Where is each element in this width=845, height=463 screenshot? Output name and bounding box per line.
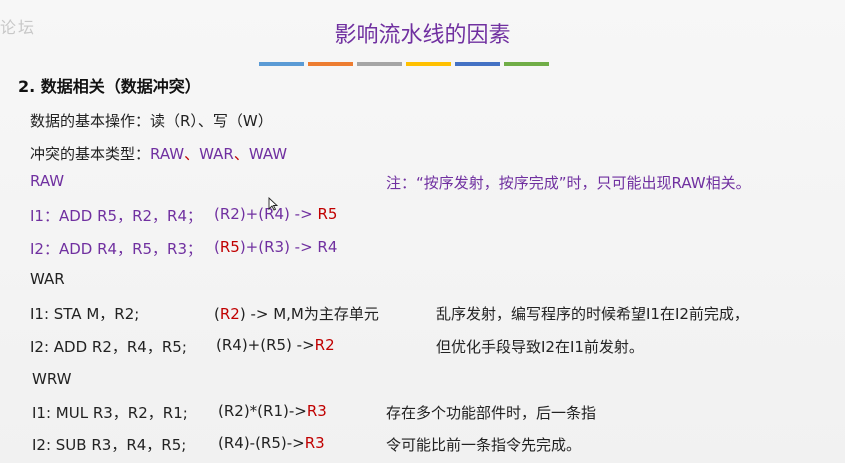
strip-segment xyxy=(455,62,500,66)
war-i1-expr: (R2) -> M,M为主存单元 xyxy=(214,303,379,324)
expr-text: ( xyxy=(214,238,220,256)
war-label: WAR xyxy=(30,270,65,288)
conflict-type-waw: WAW xyxy=(248,145,288,163)
expr-dest: R5 xyxy=(317,205,338,223)
expr-text: (R2)*(R1)-> xyxy=(218,402,307,420)
waw-label: WRW xyxy=(32,370,72,388)
conflict-type-war: WAR xyxy=(199,145,234,163)
slide-title: 影响流水线的因素 xyxy=(334,23,511,48)
expr-dest: R3 xyxy=(306,402,327,420)
expr-src: R5 xyxy=(219,238,240,256)
war-i2-instr: I2: ADD R2，R4，R5; xyxy=(30,338,187,356)
waw-note-2: 令可能比前一条指令先完成。 xyxy=(386,436,582,454)
waw-i1-instr: I1: MUL R3，R2，R1; xyxy=(32,404,188,422)
expr-text: (R4)+(R5) -> xyxy=(216,336,315,354)
watermark-logo: 论坛 xyxy=(0,18,37,37)
strip-segment xyxy=(357,62,402,66)
strip-segment xyxy=(259,62,304,66)
waw-i1-expr: (R2)*(R1)->R3 xyxy=(218,402,327,420)
conflict-types-line: 冲突的基本类型：RAW、WAR、WAW xyxy=(30,143,287,164)
strip-segment xyxy=(308,62,353,66)
waw-note-1: 存在多个功能部件时，后一条指 xyxy=(386,404,597,422)
war-i1-instr: I1: STA M，R2; xyxy=(30,305,140,323)
section-heading: 2. 数据相关（数据冲突） xyxy=(18,77,201,96)
separator: 、 xyxy=(184,145,200,163)
expr-dest: R2 xyxy=(314,336,335,354)
expr-text: )+(R3) -> R4 xyxy=(239,238,338,256)
raw-i2-instr: I2：ADD R4，R5，R3； xyxy=(30,240,202,258)
basic-ops-text: 数据的基本操作：读（R）、写（W） xyxy=(30,112,273,130)
raw-i1-instr: I1：ADD R5，R2，R4； xyxy=(30,207,202,225)
conflict-type-raw: RAW xyxy=(150,145,185,163)
expr-text: ( xyxy=(214,305,220,323)
waw-i2-instr: I2: SUB R3，R4，R5; xyxy=(32,436,187,454)
mouse-cursor-icon xyxy=(268,197,278,211)
expr-dest: R3 xyxy=(304,434,325,452)
waw-i2-expr: (R4)-(R5)->R3 xyxy=(218,434,325,452)
raw-note: 注：“按序发射，按序完成”时，只可能出现RAW相关。 xyxy=(386,174,751,192)
war-note-1: 乱序发射，编写程序的时候希望I1在I2前完成， xyxy=(436,305,749,323)
war-note-2: 但优化手段导致I2在I1前发射。 xyxy=(436,338,644,356)
expr-src: R2 xyxy=(219,305,240,323)
expr-text: (R2)+(R4) -> xyxy=(214,205,318,223)
war-i2-expr: (R4)+(R5) ->R2 xyxy=(216,336,335,354)
separator: 、 xyxy=(233,145,249,163)
raw-i2-expr: (R5)+(R3) -> R4 xyxy=(214,238,337,256)
raw-i1-expr: (R2)+(R4) -> R5 xyxy=(214,205,337,223)
strip-segment xyxy=(406,62,451,66)
expr-text: (R4)-(R5)-> xyxy=(218,434,305,452)
raw-label: RAW xyxy=(30,172,65,190)
expr-text: ) -> M,M为主存单元 xyxy=(239,305,379,323)
conflict-types-label: 冲突的基本类型： xyxy=(30,145,151,163)
strip-segment xyxy=(504,62,549,66)
